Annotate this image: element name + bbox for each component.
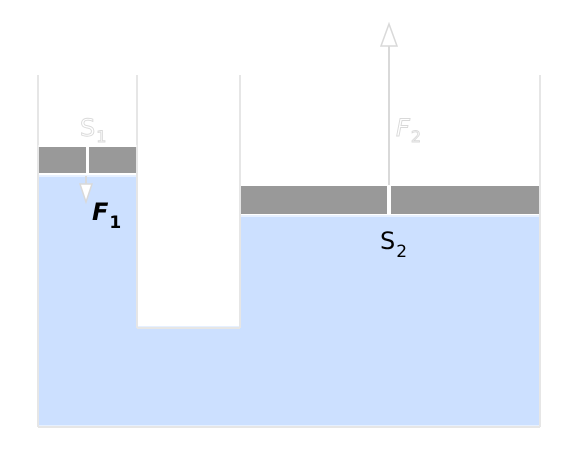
f2-arrow [379, 21, 399, 185]
label-f1-sub: 1 [109, 213, 121, 233]
label-f2: F2 [396, 114, 421, 146]
label-s2-main: S [380, 227, 395, 255]
label-s2: S2 [380, 227, 407, 262]
label-f1: F1 [92, 198, 121, 233]
f1-arrow [78, 176, 94, 205]
large-piston [241, 186, 539, 214]
label-s2-sub: 2 [396, 242, 407, 262]
label-f2-sub: 2 [411, 127, 421, 146]
label-s1: S1 [80, 114, 106, 146]
label-f1-main: F [92, 198, 109, 226]
label-f2-main: F [396, 114, 411, 142]
label-s1-sub: 1 [96, 127, 106, 146]
label-s1-main: S [80, 114, 95, 142]
container-walls [37, 75, 541, 428]
small-piston [38, 145, 137, 173]
